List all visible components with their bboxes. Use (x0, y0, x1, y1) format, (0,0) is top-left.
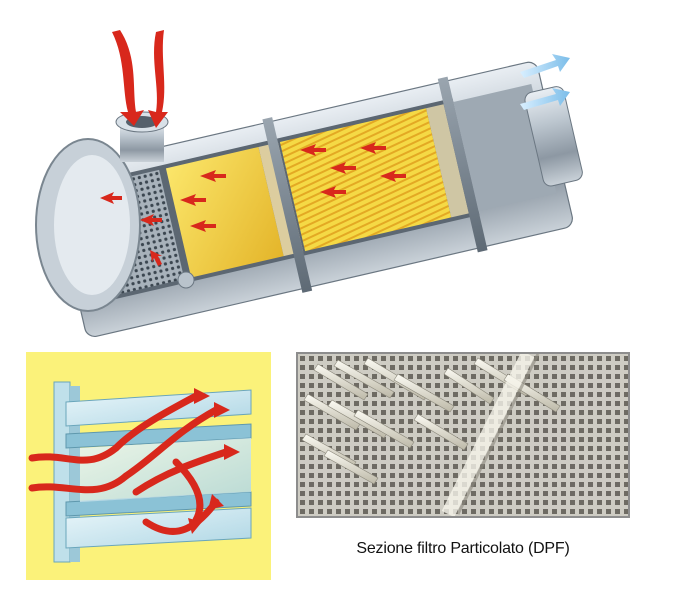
broken-channels (301, 357, 561, 485)
wall-flow-detail-panel (26, 352, 271, 580)
mount-bolt (177, 271, 195, 289)
inlet-arrows (112, 30, 168, 128)
flow-arrows (100, 142, 406, 266)
outlet-arrows (520, 54, 570, 110)
dpf-section-photo (296, 352, 630, 518)
figure-caption: Sezione filtro Particolato (DPF) (356, 540, 570, 557)
inlet-pipe (115, 111, 169, 162)
converter-cutaway-illustration (35, 30, 583, 338)
converter-body (50, 61, 583, 338)
